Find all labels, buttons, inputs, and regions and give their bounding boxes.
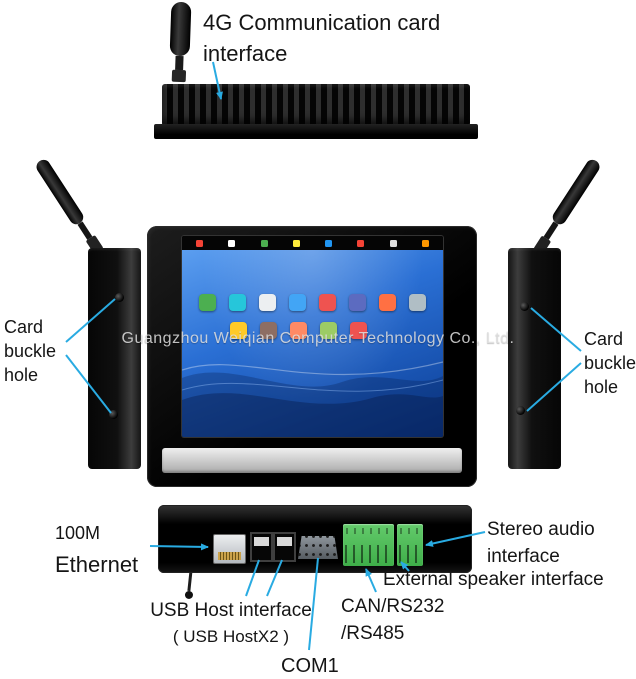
device-top-view-baseplate xyxy=(154,124,478,139)
label-stereo-audio: Stereo audio interface xyxy=(487,517,595,569)
device-left-side-view xyxy=(88,248,141,469)
label-usb-line2: ( USB HostX2 ) xyxy=(172,627,290,647)
card-buckle-hole xyxy=(516,406,525,415)
card-buckle-hole xyxy=(520,302,529,311)
label-ethernet-name: Ethernet xyxy=(55,551,139,577)
contacts-icon xyxy=(229,294,246,311)
connector-stem xyxy=(187,570,193,592)
front-bottom-trim xyxy=(162,448,462,473)
touch-screen xyxy=(182,236,443,437)
notification-icon xyxy=(421,239,429,247)
antenna-stem xyxy=(175,55,184,71)
antenna-cap xyxy=(169,1,192,57)
home-screen-wallpaper xyxy=(182,250,443,437)
label-usb-host: USB Host interface ( USB HostX2 ) xyxy=(146,598,316,649)
clock-icon xyxy=(290,322,307,339)
label-stereo-line1: Stereo audio xyxy=(487,519,595,540)
ethernet-port xyxy=(213,534,246,564)
usb-host-port xyxy=(250,532,273,562)
top-4g-antenna xyxy=(167,1,194,87)
antenna-base xyxy=(171,69,187,83)
label-card-buckle-left: Card buckle hole xyxy=(4,317,57,385)
watermark: Guangzhou Weiqian Computer Technology Co… xyxy=(121,330,515,347)
notification-icon xyxy=(325,239,333,247)
calculator-icon xyxy=(320,322,337,339)
device-front-view xyxy=(147,226,477,487)
gallery-icon xyxy=(319,294,336,311)
label-card-buckle-right: Card buckle hole xyxy=(584,329,636,397)
label-can-line1: CAN/RS232 xyxy=(341,596,445,617)
label-external-speaker: External speaker interface xyxy=(383,569,604,590)
card-buckle-hole xyxy=(109,410,118,419)
notification-icon xyxy=(196,239,203,247)
label-ethernet-speed: 100M xyxy=(55,523,101,543)
settings-icon xyxy=(409,294,426,311)
label-4g-interface: 4G Communication card interface xyxy=(203,10,441,66)
label-can-rs232-rs485: CAN/RS232 /RS485 xyxy=(341,594,445,646)
usb-host-port xyxy=(273,532,296,562)
downloads-icon xyxy=(350,322,367,339)
label-usb-line1: USB Host interface xyxy=(150,600,312,621)
audio-speaker-terminal xyxy=(397,524,423,566)
notification-icon xyxy=(260,239,268,247)
label-stereo-line2: interface xyxy=(487,546,560,568)
phone-icon xyxy=(199,294,216,311)
antenna-connector-stub xyxy=(184,570,196,600)
notification-icon xyxy=(357,239,365,247)
notification-icon xyxy=(389,239,397,247)
can-rs232-rs485-terminal xyxy=(343,524,394,566)
device-top-view-body xyxy=(162,84,470,126)
android-status-bar xyxy=(182,236,443,250)
label-com1: COM1 xyxy=(281,655,339,677)
browser-icon xyxy=(289,294,306,311)
app-icon-dock-row xyxy=(182,294,443,311)
messaging-icon xyxy=(259,294,276,311)
wallpaper-waves xyxy=(182,361,443,437)
music-icon xyxy=(379,294,396,311)
com1-serial-port xyxy=(298,536,338,559)
email-icon xyxy=(230,322,247,339)
label-ethernet: 100M Ethernet xyxy=(55,522,138,579)
notification-icon xyxy=(292,239,300,247)
device-right-side-view xyxy=(508,248,561,469)
file-manager-icon xyxy=(260,322,277,339)
antenna-cap xyxy=(550,157,603,227)
card-buckle-hole xyxy=(115,293,124,302)
notification-icon xyxy=(228,239,236,247)
device-bottom-view xyxy=(158,505,472,573)
app-icon-row xyxy=(230,322,367,339)
play-store-icon xyxy=(349,294,366,311)
antenna-cap xyxy=(33,157,86,227)
label-can-line2: /RS485 xyxy=(341,623,405,645)
